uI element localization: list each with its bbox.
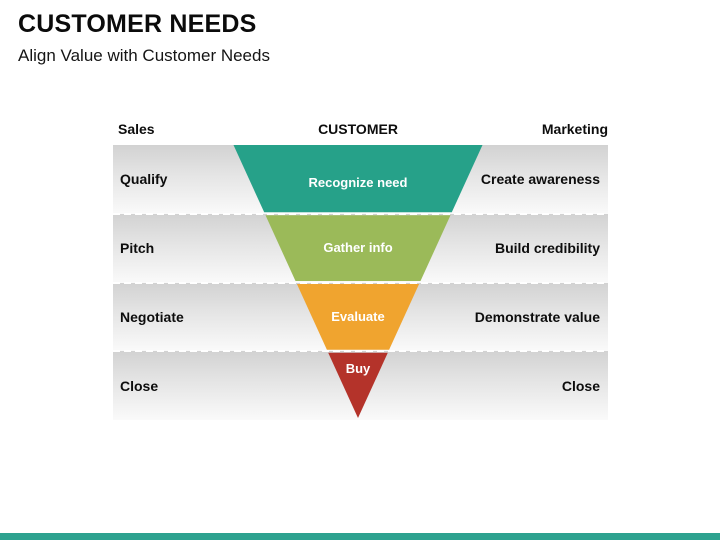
row-separator-dashed bbox=[113, 212, 608, 215]
diagram-row-qualify: Qualify Create awareness bbox=[113, 145, 608, 214]
row-separator-dashed bbox=[113, 281, 608, 284]
slide-subtitle: Align Value with Customer Needs bbox=[18, 46, 270, 65]
slide-title: CUSTOMER NEEDS bbox=[18, 10, 257, 38]
diagram-row-pitch: Pitch Build credibility bbox=[113, 213, 608, 283]
column-header-marketing: Marketing bbox=[541, 121, 608, 137]
column-header-customer: CUSTOMER bbox=[318, 121, 398, 137]
column-headers: Sales CUSTOMER Marketing bbox=[0, 121, 720, 141]
sales-label-close: Close bbox=[120, 377, 159, 394]
marketing-label-close: Close bbox=[561, 377, 600, 394]
marketing-label-create-awareness: Create awareness bbox=[480, 171, 600, 188]
sales-label-negotiate: Negotiate bbox=[120, 308, 184, 325]
footer-accent-bar bbox=[0, 533, 720, 540]
row-separator-dashed bbox=[113, 350, 608, 353]
column-header-sales: Sales bbox=[118, 121, 155, 137]
diagram-band: Qualify Create awareness Pitch Build cre… bbox=[113, 145, 608, 420]
marketing-label-demonstrate-value: Demonstrate value bbox=[474, 308, 600, 325]
diagram-row-close: Close Close bbox=[113, 351, 608, 420]
diagram-row-negotiate: Negotiate Demonstrate value bbox=[113, 282, 608, 352]
marketing-label-build-credibility: Build credibility bbox=[494, 240, 600, 257]
sales-label-qualify: Qualify bbox=[120, 171, 168, 188]
sales-label-pitch: Pitch bbox=[120, 240, 155, 257]
